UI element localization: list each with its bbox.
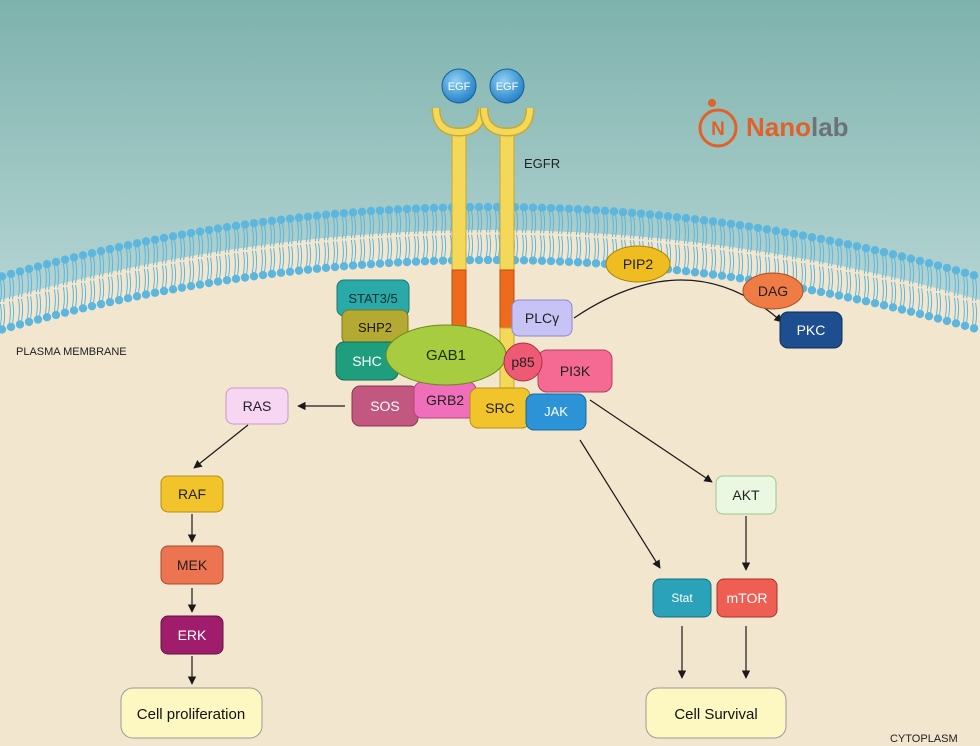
node-grb2: GRB2 [413,381,477,419]
egf-ligand-1: EGF [441,68,477,104]
node-label: GAB1 [426,347,466,364]
node-stat: Stat [652,578,712,618]
node-label: ERK [178,627,207,643]
node-label: PKC [797,322,826,338]
outcome-proliferation: Cell proliferation [120,687,263,739]
node-label: PIP2 [623,256,654,272]
node-label: SHP2 [358,320,392,335]
node-pi3k: PI3K [537,349,613,393]
node-mek: MEK [160,545,224,585]
node-label: p85 [511,354,535,370]
egfr-label: EGFR [524,156,560,171]
egf-ligand-2: EGF [489,68,525,104]
plasma-membrane-label: PLASMA MEMBRANE [16,346,127,358]
nanolab-logo: N Nanolab [698,99,849,148]
egf-label: EGF [496,81,519,93]
node-erk: ERK [160,615,224,655]
node-label: SRC [485,400,515,416]
node-shp2: SHP2 [341,309,409,345]
outcome-label: Cell proliferation [137,706,245,723]
cytoplasm-area [0,230,980,746]
node-plcg: PLCγ [511,299,573,337]
node-akt: AKT [715,475,777,515]
node-label: PI3K [560,363,591,379]
node-label: DAG [758,283,788,299]
node-dag: DAG [742,272,804,310]
logo-letter: N [711,119,725,140]
logo-text-nano: Nano [746,112,811,142]
node-label: PLCγ [525,310,559,326]
node-jak: JAK [525,393,587,431]
arrow-ras-raf [193,424,249,469]
logo-dot-icon [708,99,716,107]
node-label: RAS [243,398,272,414]
node-label: SOS [370,398,400,414]
node-sos: SOS [351,385,419,427]
node-label: AKT [732,487,760,503]
node-shc: SHC [335,341,399,381]
outcome-survival: Cell Survival [645,687,787,739]
arrow-pi3k-akt [589,399,713,483]
outcome-label: Cell Survival [674,706,757,723]
logo-text-lab: lab [811,112,849,142]
node-pkc: PKC [779,311,843,349]
node-label: MEK [177,557,208,573]
node-label: Stat [671,591,693,605]
arrow-jak-stat [579,439,661,569]
node-stat35: STAT3/5 [336,279,410,317]
node-mtor: mTOR [716,578,778,618]
node-label: mTOR [727,590,768,606]
logo-wordmark: Nanolab [746,112,849,142]
cytoplasm-label: CYTOPLASM [890,733,958,745]
node-label: SHC [352,353,382,369]
node-raf: RAF [160,475,224,513]
node-src: SRC [469,387,531,429]
node-pip2: PIP2 [605,245,671,283]
node-label: GRB2 [426,392,464,408]
logo-ring-icon [698,108,738,148]
node-p85: p85 [503,342,543,382]
node-gab1: GAB1 [385,324,507,386]
node-label: RAF [178,486,206,502]
node-ras: RAS [225,387,289,425]
egf-label: EGF [448,81,471,93]
node-label: JAK [544,404,568,419]
node-label: STAT3/5 [348,291,397,306]
